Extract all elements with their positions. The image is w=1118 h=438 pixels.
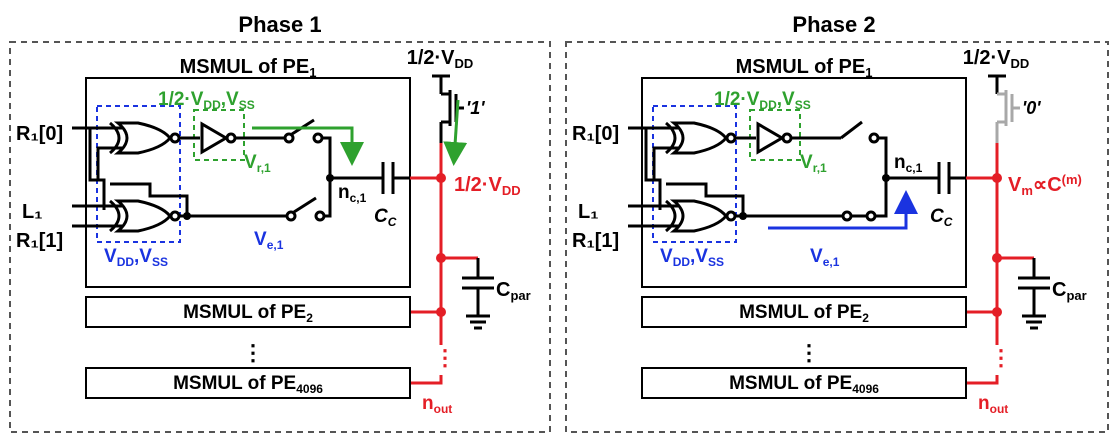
switch-state-label: '1'	[466, 98, 485, 118]
blue-arrow-path	[768, 190, 918, 230]
msmul-pe4096-box	[641, 367, 967, 399]
capacitor-cc	[886, 162, 966, 194]
red-node-dot	[992, 253, 1002, 263]
msmul-pe2-box	[641, 296, 967, 328]
capacitor-cc	[330, 162, 410, 194]
supply-top-label: 1/2·VDD	[407, 47, 474, 71]
input-wires	[72, 126, 287, 228]
switch-state-label: '0'	[1022, 98, 1041, 118]
red-node-dot	[436, 253, 446, 263]
input-r1-1: R₁[1]	[16, 230, 63, 252]
blue-dashed-box	[652, 105, 737, 243]
label-nc1: nc,1	[894, 152, 923, 175]
junction-dot	[183, 212, 191, 220]
msmul-pe4096-label: MSMUL of PE4096	[173, 373, 323, 396]
red-vertical-dots: ⋮	[990, 345, 1012, 370]
phase-2-panel: Phase 2 MSMUL of PE1 R₁[0] L₁ R₁[1]	[565, 12, 1109, 433]
green-dashed-box	[749, 109, 801, 161]
input-r1-1: R₁[1]	[572, 230, 619, 252]
label-vr1: Vr,1	[244, 152, 271, 175]
switch-ve	[285, 178, 332, 222]
phase-outer-box	[565, 41, 1109, 433]
blue-supply-label: VDD,VSS	[660, 246, 724, 269]
node-voltage-label: Vm∝C(m)	[1008, 172, 1082, 198]
node-voltage-label: 1/2·VDD	[454, 174, 521, 198]
label-ve1: Ve,1	[254, 229, 284, 252]
phase-title: Phase 2	[792, 12, 875, 37]
red-node-dot	[436, 173, 446, 183]
label-nout: nout	[978, 393, 1008, 416]
capacitor-cpar	[462, 258, 494, 330]
label-cc: CC	[374, 206, 397, 229]
msmul-pe4096-label: MSMUL of PE4096	[729, 373, 879, 396]
pmos-switch-off	[995, 90, 1020, 143]
green-down-arrow	[443, 99, 468, 166]
blue-supply-label: VDD,VSS	[104, 246, 168, 269]
red-node-dot	[992, 173, 1002, 183]
red-node-dot	[436, 307, 446, 317]
msmul-pe1-box	[85, 77, 411, 288]
msmul-pe1-title: MSMUL of PE1	[736, 56, 873, 80]
xnor-gate-top	[665, 121, 737, 155]
msmul-pe2-box	[85, 296, 411, 328]
label-nout: nout	[422, 393, 452, 416]
red-vertical-dots: ⋮	[434, 345, 456, 370]
supply-top-label: 1/2·VDD	[963, 47, 1030, 71]
input-l1: L₁	[578, 201, 599, 223]
label-cpar: Cpar	[496, 279, 531, 303]
phase-1-panel: Phase 1 MSMUL of PE1 R₁[0] L₁ R₁[1]	[9, 12, 551, 433]
label-vr1: Vr,1	[800, 152, 827, 175]
msmul-pe1-box	[641, 77, 967, 288]
msmul-pe2-label: MSMUL of PE2	[183, 302, 313, 325]
pmos-switch	[432, 74, 464, 143]
msmul-pe1-title: MSMUL of PE1	[180, 56, 317, 80]
label-nc1: nc,1	[338, 182, 367, 205]
capacitor-cpar	[1018, 258, 1050, 330]
green-dashed-box	[193, 109, 245, 161]
red-node-dot	[992, 307, 1002, 317]
inverter-vr	[200, 121, 237, 155]
green-supply-label: 1/2·VDD,VSS	[158, 89, 255, 112]
vertical-dots: ⋮	[242, 340, 264, 365]
green-supply-label: 1/2·VDD,VSS	[714, 89, 811, 112]
switch-vr	[791, 120, 888, 178]
green-arrow-path	[252, 126, 364, 166]
input-l1: L₁	[22, 201, 43, 223]
pmos-supply-stub	[988, 74, 1006, 94]
inverter-vr	[756, 121, 793, 155]
input-r1-0: R₁[0]	[572, 123, 619, 145]
label-cc: CC	[930, 206, 953, 229]
junction-dot	[739, 212, 747, 220]
switch-ve	[841, 178, 888, 222]
blue-dashed-box	[96, 105, 181, 243]
label-ve1: Ve,1	[810, 246, 840, 269]
phase-outer-box	[9, 41, 551, 433]
vertical-dots: ⋮	[798, 340, 820, 365]
msmul-pe2-label: MSMUL of PE2	[739, 302, 869, 325]
phase-title: Phase 1	[238, 12, 321, 37]
label-cpar: Cpar	[1052, 279, 1087, 303]
msmul-pe4096-box	[85, 367, 411, 399]
input-r1-0: R₁[0]	[16, 123, 63, 145]
